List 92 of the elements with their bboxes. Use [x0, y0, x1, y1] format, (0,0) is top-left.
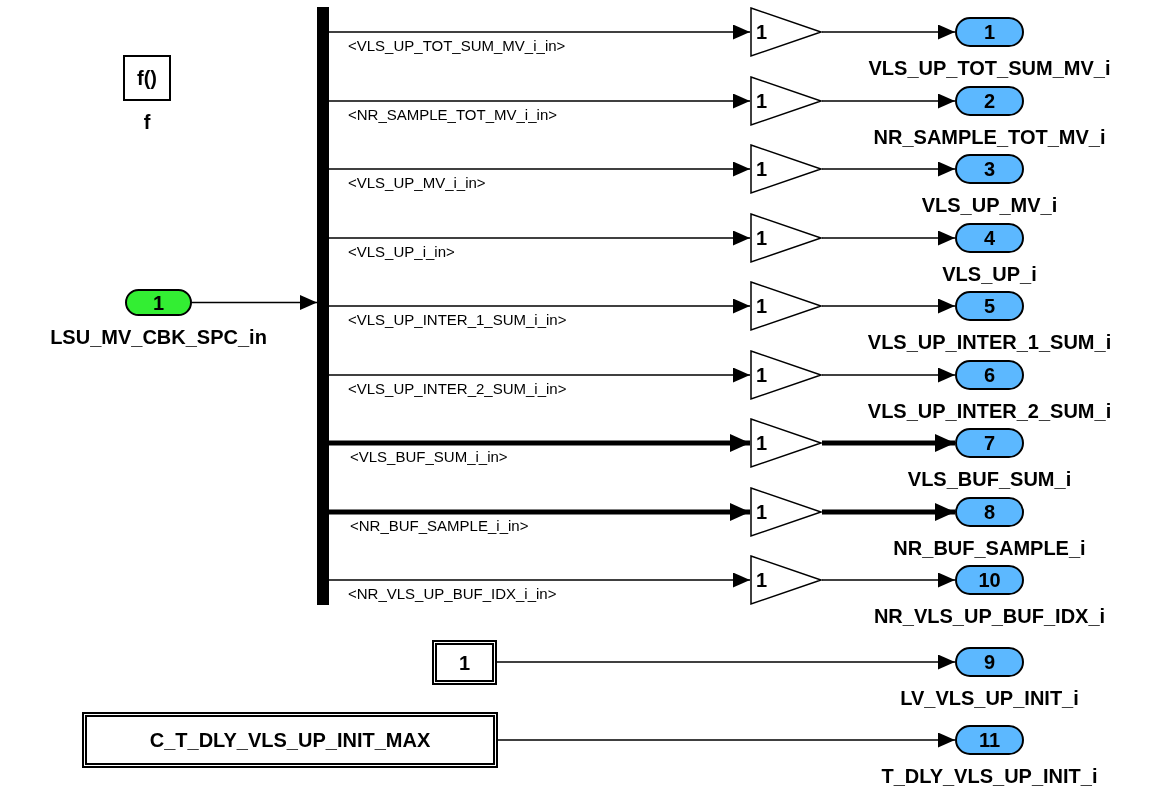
block-name: LSU_MV_CBK_SPC_in [50, 326, 267, 348]
port-number: 10 [978, 569, 1001, 591]
outport-block [955, 647, 1024, 677]
port-number: 9 [983, 651, 996, 673]
constant-block [432, 640, 497, 685]
gain-value: 1 [756, 227, 768, 249]
gain-value: 1 [756, 21, 768, 43]
inport-block [125, 289, 192, 316]
signal-arrow [328, 367, 751, 383]
port-number: 11 [978, 729, 1001, 751]
gain-block [750, 76, 822, 126]
block-name: VLS_UP_INTER_1_SUM_i [867, 331, 1112, 353]
block-name: VLS_BUF_SUM_i [907, 468, 1072, 490]
signal-arrow [821, 572, 956, 588]
block-name: VLS_UP_MV_i [921, 194, 1058, 216]
function-block [123, 55, 171, 101]
signal-label: <VLS_UP_INTER_2_SUM_i_in> [348, 380, 567, 397]
signal-arrow [328, 161, 751, 177]
signal-arrow [821, 161, 956, 177]
gain-block [750, 144, 822, 194]
bus-selector-bar [317, 7, 329, 605]
block-name: VLS_UP_i [942, 263, 1037, 285]
port-number: 2 [983, 90, 996, 112]
gain-value: 1 [756, 364, 768, 386]
signal-arrow [821, 298, 956, 314]
signal-label: <VLS_BUF_SUM_i_in> [350, 448, 508, 465]
constant-value: C_T_DLY_VLS_UP_INIT_MAX [149, 729, 431, 751]
constant-block [82, 712, 498, 768]
gain-block [750, 213, 822, 263]
gain-block [750, 487, 822, 537]
port-number: 3 [983, 158, 996, 180]
signal-label: <NR_SAMPLE_TOT_MV_i_in> [348, 106, 557, 123]
outport-block [955, 725, 1024, 755]
block-name: T_DLY_VLS_UP_INIT_i [881, 765, 1098, 787]
outport-block [955, 565, 1024, 595]
signal-arrow [329, 434, 750, 452]
signal-arrow [821, 367, 956, 383]
gain-value: 1 [756, 569, 768, 591]
outport-block [955, 291, 1024, 321]
signal-arrow [191, 295, 318, 310]
signal-arrow [328, 24, 751, 40]
outport-block [955, 86, 1024, 116]
signal-arrow [497, 732, 956, 748]
block-name: f [143, 111, 151, 133]
outport-block [955, 17, 1024, 47]
outport-block [955, 428, 1024, 458]
signal-label: <NR_BUF_SAMPLE_i_in> [350, 517, 529, 534]
block-name: VLS_UP_TOT_SUM_MV_i [868, 57, 1111, 79]
signal-arrow [821, 93, 956, 109]
signal-arrow [328, 298, 751, 314]
outport-block [955, 154, 1024, 184]
port-number: 4 [983, 227, 996, 249]
port-number: 1 [983, 21, 996, 43]
gain-block [750, 555, 822, 605]
signal-arrow [496, 654, 956, 670]
signal-label: <VLS_UP_TOT_SUM_MV_i_in> [348, 37, 566, 54]
gain-block [750, 281, 822, 331]
port-number: 5 [983, 295, 996, 317]
gain-value: 1 [756, 158, 768, 180]
gain-value: 1 [756, 501, 768, 523]
block-name: NR_BUF_SAMPLE_i [893, 537, 1086, 559]
signal-arrow [822, 434, 955, 452]
gain-value: 1 [756, 90, 768, 112]
function-symbol: f() [137, 67, 157, 89]
outport-block [955, 497, 1024, 527]
block-name: VLS_UP_INTER_2_SUM_i [867, 400, 1112, 422]
outport-block [955, 360, 1024, 390]
gain-block [750, 7, 822, 57]
gain-block [750, 418, 822, 468]
block-name: NR_SAMPLE_TOT_MV_i [873, 126, 1106, 148]
outport-block [955, 223, 1024, 253]
port-number: 8 [983, 501, 996, 523]
signal-arrow [821, 24, 956, 40]
signal-arrow [329, 503, 750, 521]
signal-arrow [328, 572, 751, 588]
port-number: 7 [983, 432, 996, 454]
port-number: 1 [152, 291, 165, 314]
gain-block [750, 350, 822, 400]
signal-arrow [822, 503, 955, 521]
block-name: LV_VLS_UP_INIT_i [900, 687, 1079, 709]
signal-arrow [328, 230, 751, 246]
gain-value: 1 [756, 432, 768, 454]
signal-arrow [821, 230, 956, 246]
block-name: NR_VLS_UP_BUF_IDX_i [873, 605, 1106, 627]
signal-label: <NR_VLS_UP_BUF_IDX_i_in> [348, 585, 557, 602]
signal-label: <VLS_UP_i_in> [348, 243, 455, 260]
gain-value: 1 [756, 295, 768, 317]
signal-label: <VLS_UP_MV_i_in> [348, 174, 486, 191]
constant-value: 1 [458, 651, 471, 674]
signal-label: <VLS_UP_INTER_1_SUM_i_in> [348, 311, 567, 328]
signal-arrow [328, 93, 751, 109]
port-number: 6 [983, 364, 996, 386]
